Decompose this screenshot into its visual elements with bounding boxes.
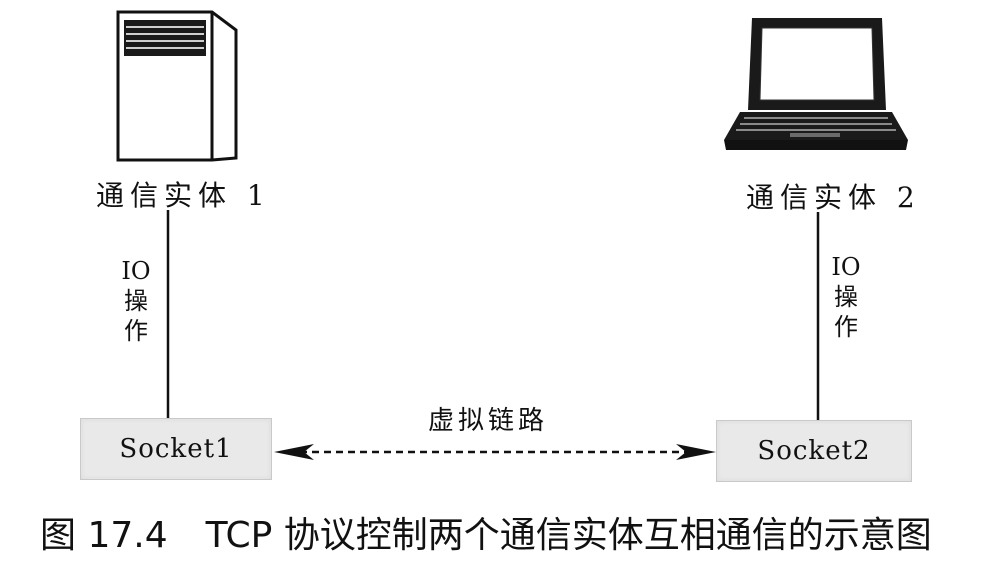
virtual-link-label: 虚拟链路 — [428, 406, 549, 436]
figure-caption-text: TCP 协议控制两个通信实体互相通信的示意图 — [205, 515, 932, 556]
socket1-box: Socket1 — [80, 418, 272, 480]
entity1-label: 通信实体 1 — [96, 179, 271, 212]
figure-caption: 图 17.4 TCP 协议控制两个通信实体互相通信的示意图 — [40, 506, 932, 558]
io-operation-left: IO 操 作 — [116, 256, 156, 346]
io-left-line3: 作 — [124, 317, 148, 345]
socket2-label: Socket2 — [757, 436, 871, 466]
io-left-line2: 操 — [124, 287, 148, 315]
io-right-line1: IO — [831, 253, 861, 281]
io-operation-right: IO 操 作 — [826, 252, 866, 342]
io-right-line2: 操 — [834, 283, 858, 311]
virtual-link-arrow — [274, 444, 716, 460]
server-tower-icon — [116, 10, 238, 162]
socket1-label: Socket1 — [119, 434, 233, 464]
io-right-line3: 作 — [834, 313, 858, 341]
laptop-icon — [724, 18, 908, 150]
io-left-line1: IO — [121, 257, 151, 285]
socket2-box: Socket2 — [716, 420, 912, 482]
figure-number: 图 17.4 — [40, 515, 168, 556]
entity2-label: 通信实体 2 — [746, 181, 921, 214]
